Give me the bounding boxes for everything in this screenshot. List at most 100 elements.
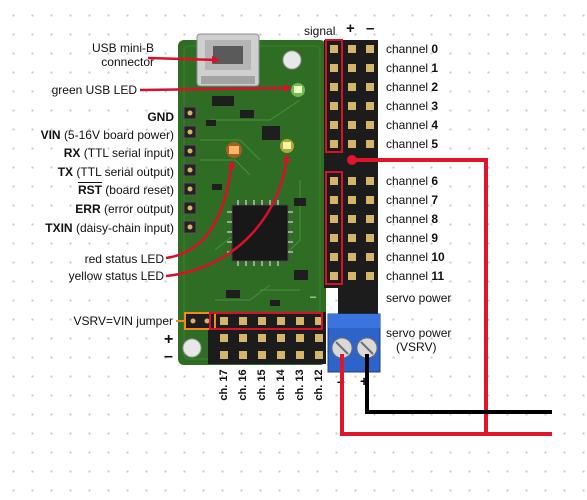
channel-label-5: channel 5 [386, 137, 439, 151]
channel-label-8: channel 8 [386, 212, 439, 226]
header-pin [258, 334, 266, 342]
bottom-channel-label: ch. 12 [313, 369, 325, 401]
header-pin [220, 351, 228, 359]
board-minus-mark: – [310, 291, 317, 303]
header-pin [348, 215, 356, 223]
header-pin [348, 45, 356, 53]
header-pin [366, 102, 374, 110]
tx-label: TX (TTL serial output) [57, 165, 174, 179]
header-pin [330, 140, 338, 148]
bottom-channel-label: ch. 17 [218, 369, 230, 401]
arrow-usb-connector [147, 55, 220, 64]
servo-power-vsrv-label-line2: (VSRV) [396, 340, 437, 354]
header-pin [366, 234, 374, 242]
red-wire [350, 158, 488, 436]
mounting-hole [182, 338, 202, 358]
header-pin [315, 317, 323, 325]
header-pin [330, 64, 338, 72]
header-pin [348, 83, 356, 91]
left-minus-mark: – [164, 348, 173, 365]
green-led [291, 83, 305, 97]
channel-label-1: channel 1 [386, 61, 439, 75]
microcontroller-chip [231, 204, 289, 262]
channel-label-3: channel 3 [386, 99, 439, 113]
rst-label: RST (board reset) [77, 183, 174, 197]
header-pin [296, 334, 304, 342]
header-pin [220, 334, 228, 342]
usb-connector-body [196, 33, 260, 87]
header-pin [366, 272, 374, 280]
header-pin [366, 45, 374, 53]
red-led [226, 142, 242, 158]
red-wire [340, 354, 552, 436]
channel-label-7: channel 7 [386, 193, 439, 207]
channel-label-9: channel 9 [386, 231, 439, 245]
header-pin [239, 317, 247, 325]
bottom-channel-label: ch. 14 [275, 369, 287, 401]
header-pin [330, 45, 338, 53]
header-pin [258, 351, 266, 359]
header-pin [348, 140, 356, 148]
header-pin [330, 234, 338, 242]
channel-label-0: channel 0 [386, 42, 439, 56]
header-pin [330, 177, 338, 185]
left-plus-mark: + [164, 331, 174, 348]
header-pin [330, 272, 338, 280]
header-pin [348, 177, 356, 185]
channel-label-11: channel 11 [386, 269, 445, 283]
header-pin [366, 196, 374, 204]
arrow-green-led [139, 84, 292, 93]
header-pin [348, 102, 356, 110]
green-led-label: green USB LED [51, 83, 137, 97]
signal-label: signal [304, 24, 336, 38]
header-pin [315, 334, 323, 342]
txin-label: TXIN (daisy-chain input) [45, 221, 174, 235]
header-pin [277, 351, 285, 359]
header-pin [330, 102, 338, 110]
black-wire [365, 354, 552, 414]
header-pin [277, 334, 285, 342]
red-status-led-label: red status LED [84, 252, 164, 266]
channel-label-4: channel 4 [386, 118, 439, 132]
yellow-led [280, 139, 294, 153]
header-pin [239, 351, 247, 359]
vin-label: VIN (5-16V board power) [40, 128, 174, 142]
plus-label: + [346, 20, 355, 37]
gnd-label: GND [147, 110, 174, 124]
header-pin [330, 121, 338, 129]
servo-power-label: servo power [386, 291, 452, 305]
arrow-yellow-led [165, 154, 291, 278]
header-pin [366, 83, 374, 91]
header-pin [366, 121, 374, 129]
header-pin [348, 272, 356, 280]
terminal-plus-mark: + [360, 373, 368, 389]
header-pin [277, 317, 285, 325]
channel-label-10: channel 10 [386, 250, 445, 264]
header-pin [348, 253, 356, 261]
header-pin [330, 83, 338, 91]
header-pin [239, 334, 247, 342]
servo-power-vsrv-label-line1: servo power [386, 326, 452, 340]
channels-0-5-outline [325, 39, 343, 153]
rx-label: RX (TTL serial input) [63, 146, 174, 160]
red-wire-junction [347, 155, 357, 165]
mounting-hole [282, 50, 302, 70]
header-pin [296, 351, 304, 359]
minus-label: – [366, 20, 375, 37]
arrow-red-led [165, 160, 236, 260]
channel-label-2: channel 2 [386, 80, 439, 94]
header-pin [296, 317, 304, 325]
header-pin [220, 317, 228, 325]
header-pin [258, 317, 266, 325]
bottom-channel-label: ch. 15 [256, 369, 268, 401]
yellow-status-led-label: yellow status LED [68, 269, 164, 283]
usb-connector-label-line2: connector [101, 55, 154, 69]
servo-power-terminal-block [327, 313, 381, 373]
header-pin [348, 234, 356, 242]
header-pin [366, 140, 374, 148]
header-pin [366, 215, 374, 223]
header-pin [366, 177, 374, 185]
usb-connector-label-line1: USB mini-B [91, 41, 154, 55]
